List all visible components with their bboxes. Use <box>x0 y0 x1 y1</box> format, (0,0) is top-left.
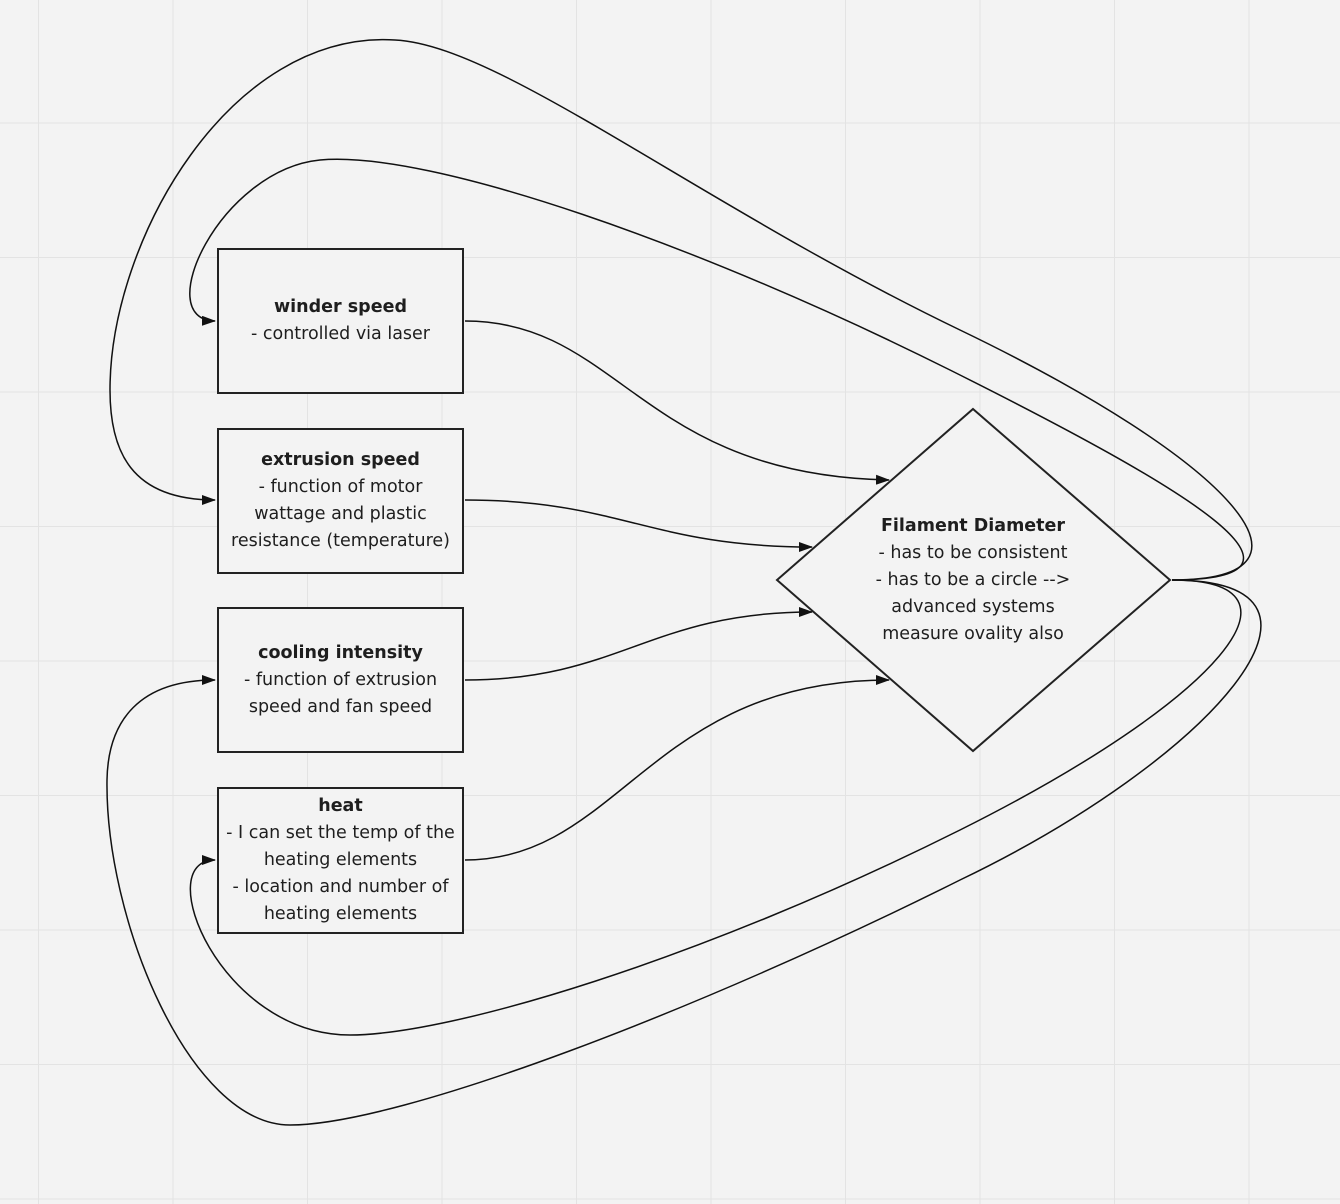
node-title: Filament Diameter <box>880 516 1066 536</box>
node-text: - I can set the temp of the <box>226 823 455 843</box>
edge-heat-to-diameter[interactable] <box>464 675 890 861</box>
node-text: wattage and plastic <box>254 504 427 524</box>
edge-diameter-to-winder[interactable] <box>189 158 1245 581</box>
edge-extrusion-to-diameter[interactable] <box>464 499 813 552</box>
node-text: heating elements <box>263 904 418 924</box>
node-title: extrusion speed <box>261 450 420 470</box>
edge-winder-to-diameter[interactable] <box>464 320 890 485</box>
node-text: - has to be a circle --> <box>875 570 1071 590</box>
edge-diameter-to-extrusion[interactable] <box>109 39 1253 581</box>
node-text: - function of motor <box>258 477 423 497</box>
node-text: - function of extrusion <box>243 669 438 690</box>
node-title: heat <box>318 796 363 816</box>
node-text: advanced systems <box>891 597 1055 617</box>
node-cooling-intensity[interactable]: cooling intensity - function of extrusio… <box>217 607 464 753</box>
edge-diameter-to-cooling[interactable] <box>106 579 1262 1126</box>
filament-diameter-diamond[interactable] <box>775 407 1172 753</box>
node-extrusion-speed[interactable]: extrusion speed - function of motor watt… <box>217 428 464 574</box>
node-text: speed and fan speed <box>248 696 433 717</box>
edge-diameter-to-heat[interactable] <box>189 579 1242 1036</box>
node-title: cooling intensity <box>258 642 423 663</box>
node-title: winder speed <box>274 297 407 317</box>
node-text: resistance (temperature) <box>231 531 450 551</box>
node-text: heating elements <box>263 850 418 870</box>
edge-cooling-to-diameter[interactable] <box>464 607 813 681</box>
node-text: - has to be consistent <box>878 543 1068 563</box>
node-text: measure ovality also <box>882 624 1064 644</box>
node-heat[interactable]: heat - I can set the temp of the heating… <box>217 787 464 934</box>
node-text: - location and number of <box>232 877 449 897</box>
node-text: - controlled via laser <box>250 324 430 344</box>
node-winder-speed[interactable]: winder speed - controlled via laser <box>217 248 464 394</box>
node-filament-diameter-label: Filament Diameter - has to be consistent… <box>820 513 1126 648</box>
